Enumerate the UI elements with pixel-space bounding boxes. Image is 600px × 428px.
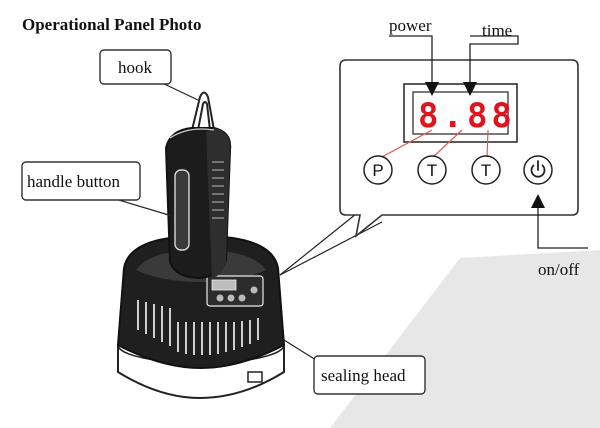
panel-button-t1[interactable]: T bbox=[417, 155, 447, 185]
label-sealing-head: sealing head bbox=[321, 366, 406, 385]
label-time: time bbox=[482, 21, 512, 40]
display-readout: 8.88 bbox=[418, 96, 516, 136]
callout-sealing-head: sealing head bbox=[283, 339, 426, 395]
hook bbox=[191, 91, 215, 131]
operational-panel: 8.88 P T T bbox=[279, 16, 588, 279]
handle-button-trigger bbox=[174, 169, 190, 251]
base-slot bbox=[247, 371, 263, 383]
sealer-device bbox=[116, 91, 286, 400]
vent-grill bbox=[137, 300, 259, 355]
power-icon bbox=[530, 160, 546, 178]
panel-button-p-label: P bbox=[372, 161, 383, 180]
power-button[interactable] bbox=[523, 155, 553, 185]
page-title: Operational Panel Photo bbox=[22, 15, 201, 34]
time-pointer bbox=[463, 35, 519, 96]
panel-button-t2[interactable]: T bbox=[471, 155, 501, 185]
callout-hook: hook bbox=[99, 49, 199, 101]
label-on-off: on/off bbox=[538, 260, 580, 279]
device-control-panel bbox=[206, 275, 264, 307]
power-pointer bbox=[389, 35, 439, 96]
handle-grip bbox=[212, 161, 224, 219]
panel-button-t1-label: T bbox=[427, 161, 437, 180]
panel-button-p[interactable]: P bbox=[363, 155, 393, 185]
panel-button-t2-label: T bbox=[481, 161, 491, 180]
label-handle-button: handle button bbox=[27, 172, 121, 191]
on-off-pointer bbox=[531, 194, 588, 249]
callout-handle-button: handle button bbox=[21, 161, 173, 217]
label-hook: hook bbox=[118, 58, 153, 77]
label-power: power bbox=[389, 16, 432, 35]
